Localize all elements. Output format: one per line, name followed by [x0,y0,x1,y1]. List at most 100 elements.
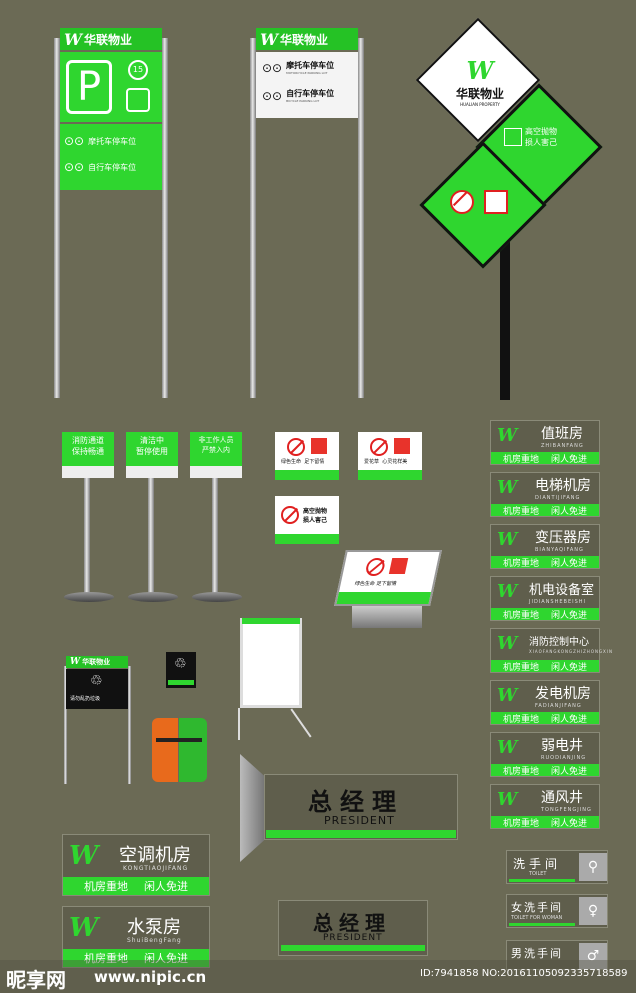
plate-title: 总经理 [313,911,391,935]
diamond-logo-text: W 华联物业 HUALIAN PROPERTY [440,56,520,107]
kiosk-base [352,606,422,628]
brand-logo-mark: W [64,29,82,49]
room-warning-bar: 机房重地 闲人免进 [491,764,599,777]
motorcycle-row: ⊙⊙ 摩托车停车位 [64,134,136,148]
woman-icon: ♀ [579,897,607,925]
warning-right: 闲人免进 [144,880,188,893]
no-walking-icon [364,558,387,576]
warning-right: 闲人免进 [551,558,588,569]
kiosk-panel: 绿色生命 足下留情 [334,550,442,606]
stand-pole [84,478,90,596]
lawn-sign-bar [275,470,339,480]
kiosk-bar [336,592,432,604]
watermark-bar: 昵享网 www.nipic.cn ID:7941858 NO:201611050… [0,960,636,993]
room-sign: W 机电设备室 JIDIANSHEBEISHI 机房重地 闲人免进 [490,576,600,621]
brand-name: 华联物业 [83,32,132,47]
vehicle-panel: ⊙⊙ 摩托车停车位 ⊙⊙ 自行车停车位 [60,124,162,190]
green-parking-sign: W 华联物业 P 15 ⊙⊙ 摩托车停车位 ⊙⊙ 自行车停车位 [52,28,170,398]
room-pinyin: FADIANJIFANG [535,703,582,709]
brand-logo-mark: W [497,789,518,810]
bicycle-icon: ⊙⊙ [64,160,85,174]
warning-left: 机房重地 [502,506,539,517]
stand-sign-line1: 清洁中 [140,436,164,445]
room-sign: W 通风井 TONGFENGJING 机房重地 闲人免进 [490,784,600,829]
warning-left: 机房重地 [502,766,539,777]
logo-header: W 华联物业 [60,28,162,50]
no-picking-icon [370,438,388,456]
plate-title: 总经理 [308,788,404,816]
footprint-icon [388,558,409,574]
throwing-sign-bar [275,534,339,544]
warning-right: 闲人免进 [144,952,188,965]
room-warning-bar: 机房重地 闲人免进 [491,712,599,725]
warning-left: 机房重地 [502,818,539,829]
pole-right [128,666,131,784]
brand-name: 华联物业 [455,87,504,101]
room-pinyin: ZHIBANFANG [541,443,584,449]
bike-label: 自行车停车位 [286,89,335,98]
toilet-en: TOILET [529,871,547,877]
stand-sign-line2: 暂停使用 [136,447,168,456]
motorcycle-icon: ⊙⊙ [64,134,85,148]
diamond-pole [500,220,510,400]
warning-right: 闲人免进 [551,766,588,777]
flower-icon [394,438,410,454]
diamond-sign: W 华联物业 HUALIAN PROPERTY 高空抛物 损人害己 [412,17,612,400]
poster-leg [290,708,312,738]
trash-icon: ♲ [174,656,187,672]
stand-sign-panel: 消防通道 保持畅通 [62,432,114,466]
kiosk-sign: 绿色生命 足下留情 [332,548,442,638]
warning-left: 机房重地 [502,610,539,621]
unisex-icon: ⚲ [579,853,607,881]
white-panel: ⊙⊙ 摩托车停车位 MOTORCYCLE PARKING LOT ⊙⊙ 自行车停… [256,52,358,118]
watermark-site-cn: 昵享网 [6,968,66,992]
warning-left: 机房重地 [502,662,539,673]
orange-bin [152,718,178,782]
lawn-sign-caption: 爱花草 心灵花样美 [364,458,407,465]
watermark-site-url: www.nipic.cn [94,968,207,986]
motorcycle-icon: ⊙⊙ [262,60,283,75]
stand-sign-footer [62,466,114,478]
stand-sign-panel: 清洁中 暂停使用 [126,432,178,466]
lawn-sign-icons [370,438,410,456]
white-parking-sign: W 华联物业 ⊙⊙ 摩托车停车位 MOTORCYCLE PARKING LOT … [248,28,366,398]
caption1: 绿色生命 [281,459,302,465]
watermark-background [0,960,636,993]
room-title: 弱电井 [541,738,583,754]
stand-sign-3: 非工作人员 严禁入内 [190,432,242,604]
speed-limit-value: 15 [132,65,144,74]
lawn-sign-bar [358,470,422,480]
brand-logo-mark: W [466,56,494,85]
p-letter: P [76,64,102,110]
warning-left: 机房重地 [84,952,128,965]
no-walking-icon [287,438,305,456]
large-room-sign: W 水泵房 ShuiBengFang 机房重地 闲人免进 [62,906,210,968]
bike-row: ⊙⊙ 自行车停车位 BICYCLE PARKING LOT [262,88,335,104]
brand-name-en: HUALIAN PROPERTY [460,102,500,107]
small-trash-sign: ♲ [166,652,196,688]
toilet-en: TOILET FOR WOMAN [511,915,563,921]
throw-line1: 高空抛物 [303,508,328,515]
pole-right [358,38,364,398]
warning-line2: 损人害己 [525,138,557,147]
warning-right: 闲人免进 [551,714,588,725]
logo-header: W 华联物业 [256,28,358,50]
small-trash-bar [168,680,194,685]
toilet-label: 洗手间 [513,857,562,871]
room-warning-bar: 机房重地 闲人免进 [63,877,209,895]
pole-left [64,666,67,784]
brand-name: 华联物业 [279,32,328,47]
stand-base [128,592,178,602]
trash-sign: W 华联物业 ♲ 请勿乱扔垃圾 [62,656,134,784]
lawn-sign-caption: 绿色生命 足下留情 [281,458,324,465]
warning-right: 闲人免进 [551,818,588,829]
toilet-sign: 女洗手间 TOILET FOR WOMAN ♀ [506,894,608,928]
stand-base [192,592,242,602]
toilet-stripe [509,879,575,882]
warning-left: 机房重地 [502,714,539,725]
bike-en: BICYCLE PARKING LOT [286,99,320,103]
brand-logo-mark: W [497,581,518,602]
warning-right: 闲人免进 [551,506,588,517]
room-sign: W 变压器房 BIANYAQIFANG 机房重地 闲人免进 [490,524,600,569]
watermark-id: ID:7941858 NO:20161105092335718589 [420,968,628,979]
